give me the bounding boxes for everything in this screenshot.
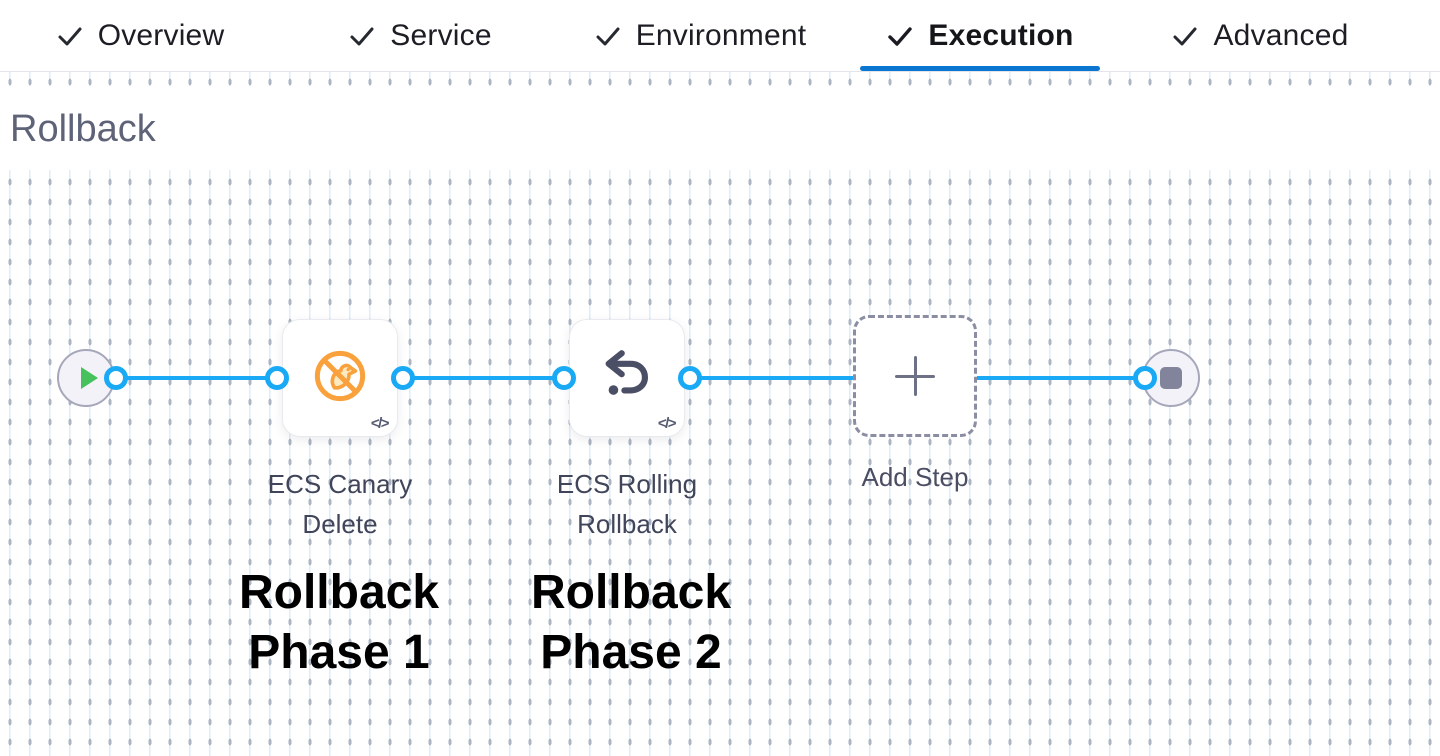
flow-line [403, 376, 564, 380]
connector-port [104, 366, 128, 390]
play-icon [80, 367, 98, 389]
step-card-ecs-rolling-rollback[interactable]: </> [569, 319, 685, 437]
active-tab-underline [860, 66, 1100, 71]
tab-label: Overview [97, 18, 225, 52]
section-header-strip [0, 86, 1440, 170]
connector-port [391, 366, 415, 390]
connector-port [678, 366, 702, 390]
annotation-rollback-phase-1: Rollback Phase 1 [238, 566, 440, 679]
tab-label: Environment [635, 18, 807, 52]
add-step-label: Add Step [861, 462, 969, 492]
connector-port [1133, 366, 1157, 390]
code-braces-icon[interactable]: </> [370, 415, 390, 432]
wizard-tabbar: Overview Service Environment Execution [0, 0, 1440, 72]
tab-label: Execution [928, 18, 1074, 52]
step-name-ecs-rolling-rollback: ECS Rolling Rollback [556, 469, 698, 539]
code-braces-icon[interactable]: </> [657, 415, 677, 432]
step-name-ecs-canary-delete: ECS Canary Delete [267, 469, 413, 539]
annotation-rollback-phase-2: Rollback Phase 2 [530, 566, 732, 679]
tab-environment[interactable]: Environment [560, 0, 840, 71]
plus-icon [895, 356, 935, 396]
check-icon [56, 22, 84, 50]
connector-port [552, 366, 576, 390]
connector-port [265, 366, 289, 390]
check-icon [594, 22, 622, 50]
flow-line [690, 376, 853, 380]
flow-line [116, 376, 277, 380]
section-title: Rollback [10, 108, 156, 150]
rolling-rollback-icon [599, 348, 655, 409]
canary-delete-icon [311, 347, 369, 410]
stop-icon [1160, 367, 1182, 389]
tab-label: Advanced [1213, 18, 1349, 52]
pipeline-canvas[interactable] [0, 72, 1440, 756]
tab-label: Service [390, 18, 492, 52]
check-icon [886, 22, 914, 50]
tab-advanced[interactable]: Advanced [1120, 0, 1400, 71]
tab-overview[interactable]: Overview [0, 0, 280, 71]
check-icon [348, 22, 376, 50]
add-step-button[interactable] [853, 315, 977, 437]
tab-execution[interactable]: Execution [840, 0, 1120, 71]
check-icon [1171, 22, 1199, 50]
flow-line [977, 376, 1145, 380]
step-card-ecs-canary-delete[interactable]: </> [282, 319, 398, 437]
tab-service[interactable]: Service [280, 0, 560, 71]
